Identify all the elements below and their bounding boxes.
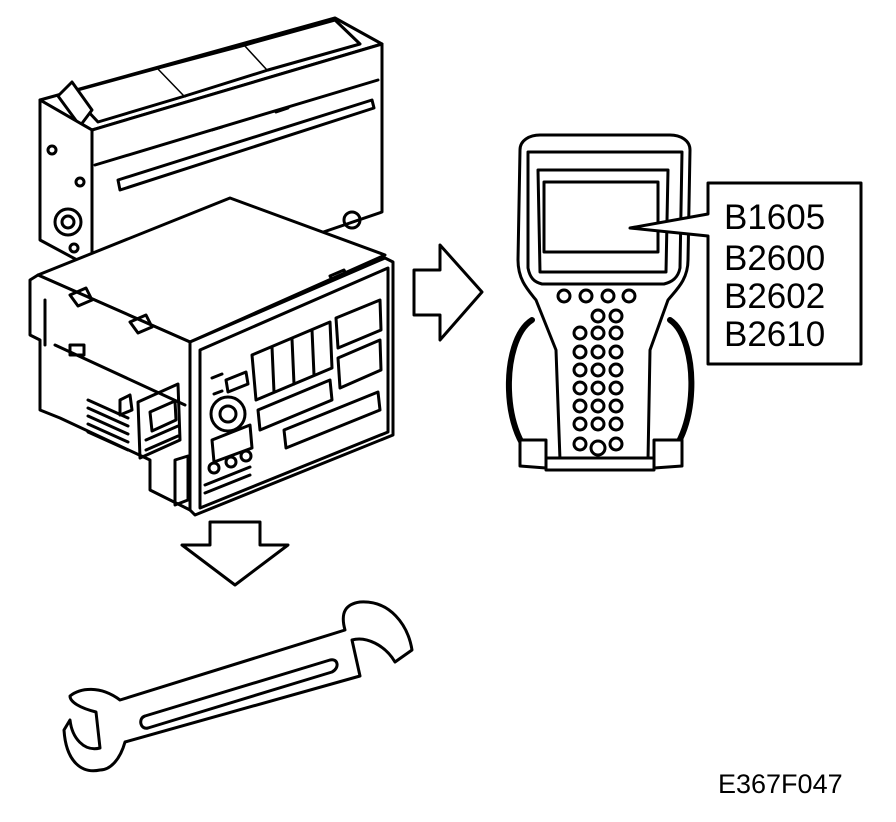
diagnostic-scan-tool-icon (506, 133, 695, 472)
dtc-code: B2600 (724, 239, 825, 278)
arrow-right-icon (412, 243, 484, 342)
rear-cd-changer-unit (38, 16, 384, 270)
wrench-icon (62, 600, 414, 773)
dtc-code: B2610 (724, 315, 825, 354)
figure-reference-label: E367F047 (718, 769, 843, 799)
arrow-down-icon (180, 520, 290, 587)
dtc-callout: B1605 B2600 B2602 B2610 (628, 181, 863, 366)
car-radio-unit-icon (28, 16, 395, 517)
dtc-code: B2602 (724, 277, 825, 316)
front-radio-unit (28, 196, 395, 517)
dtc-code: B1605 (724, 198, 825, 237)
